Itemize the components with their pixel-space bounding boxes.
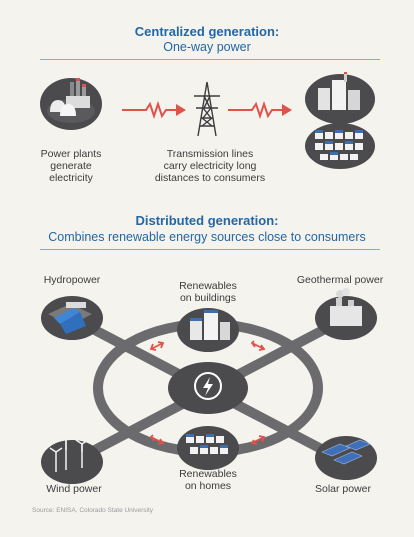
power-hub-icon bbox=[168, 362, 248, 414]
transmission-caption: Transmission lines carry electricity lon… bbox=[154, 148, 266, 184]
homes-icon bbox=[305, 123, 375, 169]
transmission-tower-icon bbox=[194, 81, 220, 137]
two-way-arrow-icon bbox=[250, 340, 266, 351]
hydropower-label: Hydropower bbox=[43, 274, 101, 286]
distributed-divider bbox=[40, 249, 380, 250]
distributed-title: Distributed generation: bbox=[135, 213, 279, 228]
two-way-arrow-icon bbox=[250, 435, 266, 445]
flow-arrow-icon bbox=[122, 100, 186, 120]
wind-power-label: Wind power bbox=[46, 483, 102, 495]
solar-power-label: Solar power bbox=[314, 483, 372, 495]
source-note: Source: ENISA, Colorado State University bbox=[32, 507, 154, 514]
centralized-divider bbox=[40, 59, 380, 60]
two-way-arrow-icon bbox=[149, 434, 165, 445]
hydropower-icon bbox=[41, 296, 103, 340]
renewables-buildings-label: Renewables on buildings bbox=[179, 280, 237, 304]
power-plants-caption: Power plants generate electricity bbox=[40, 148, 102, 184]
geothermal-label: Geothermal power bbox=[296, 274, 384, 286]
renewables-buildings-icon bbox=[177, 308, 239, 352]
city-buildings-icon bbox=[305, 72, 375, 124]
centralized-title: Centralized generation: bbox=[134, 24, 280, 39]
geothermal-icon bbox=[315, 288, 377, 340]
wind-power-icon bbox=[41, 433, 103, 484]
centralized-subtitle: One-way power bbox=[163, 40, 251, 54]
renewables-homes-label: Renewables on homes bbox=[179, 468, 237, 492]
solar-power-icon bbox=[315, 436, 377, 480]
flow-arrow-icon bbox=[228, 100, 292, 120]
power-plant-icon bbox=[40, 78, 102, 130]
two-way-arrow-icon bbox=[149, 341, 165, 351]
renewables-homes-icon bbox=[177, 426, 239, 470]
distributed-subtitle: Combines renewable energy sources close … bbox=[48, 230, 366, 244]
